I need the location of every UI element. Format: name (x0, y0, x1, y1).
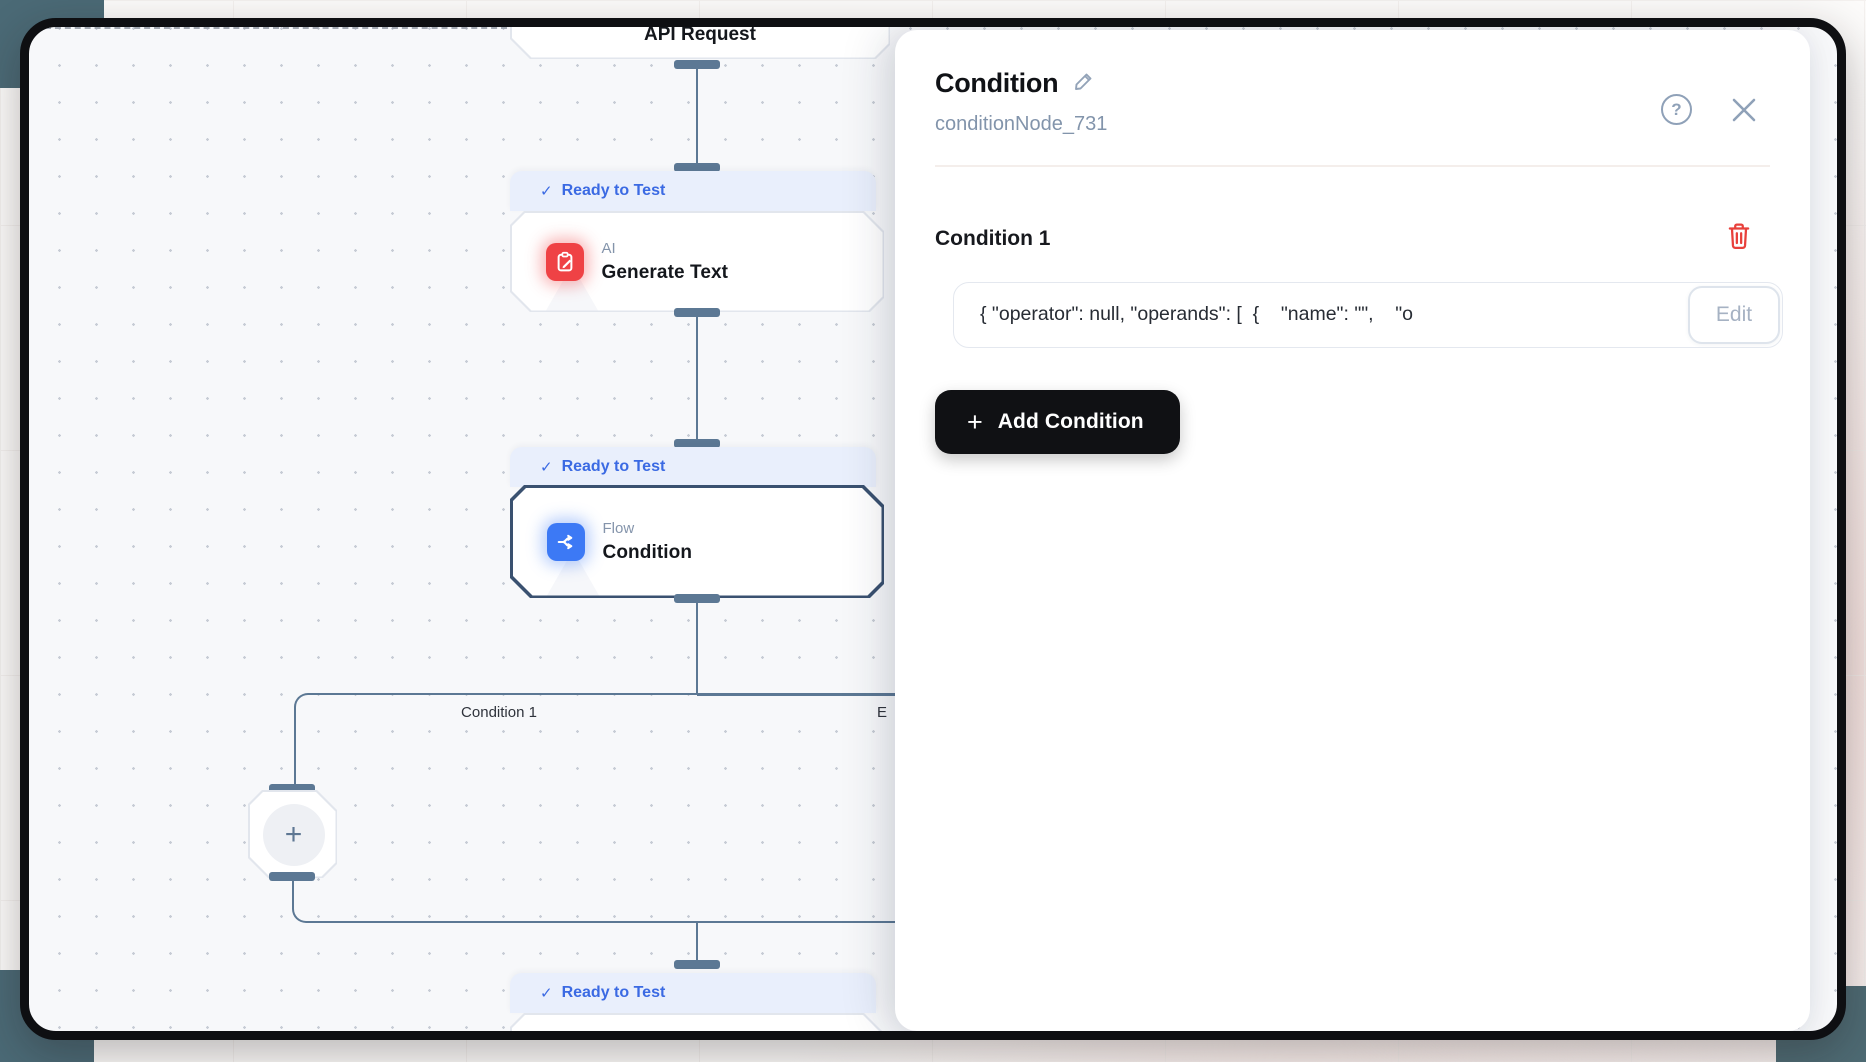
ai-clipboard-icon (546, 243, 584, 281)
add-step-node[interactable]: + (248, 790, 337, 878)
status-label: Ready to Test (561, 984, 666, 1001)
plus-icon: + (967, 406, 983, 437)
condition-config-panel: Condition conditionNode_731 Condition 1 (895, 30, 1810, 1031)
edit-expression-button[interactable]: Edit (1688, 286, 1780, 344)
panel-separator (935, 165, 1770, 167)
branch-edge-right (697, 693, 909, 696)
condition-expression-field[interactable]: { "operator": null, "operands": [ { "nam… (953, 282, 1783, 348)
node-api-request[interactable]: API Request (510, 18, 890, 59)
panel-title: Condition (935, 68, 1059, 98)
edit-title-pencil-icon[interactable] (1072, 69, 1096, 98)
branch-label-condition-1[interactable]: Condition 1 (461, 704, 537, 721)
connector-handle[interactable] (674, 439, 720, 448)
api-request-title: API Request (644, 23, 756, 45)
connector-handle[interactable] (674, 60, 720, 69)
node-category: Flow (602, 519, 635, 537)
close-icon[interactable] (1730, 96, 1758, 124)
merge-edge-right (697, 920, 909, 923)
edge-line (695, 923, 699, 961)
edge-line (695, 67, 699, 167)
node-bottom[interactable] (510, 1013, 884, 1040)
edge-line (695, 601, 699, 695)
flow-branch-icon (547, 523, 585, 561)
status-badge-condition: ✓ Ready to Test (510, 447, 876, 487)
status-badge-generate-text: ✓ Ready to Test (510, 171, 876, 211)
merge-edge-left (292, 878, 697, 923)
connector-handle[interactable] (674, 594, 720, 603)
node-condition[interactable]: Flow Condition (510, 485, 884, 598)
delete-condition-trash-icon[interactable] (1726, 222, 1752, 255)
add-condition-label: Add Condition (997, 410, 1144, 433)
connector-handle[interactable] (269, 872, 315, 881)
connector-handle[interactable] (674, 163, 720, 172)
connector-handle[interactable] (269, 784, 315, 793)
check-icon: ✓ (540, 985, 553, 1002)
app-window: API Request ✓ Ready to Test (20, 18, 1846, 1040)
edge-line (695, 315, 699, 441)
condition-section-title: Condition 1 (935, 226, 1051, 250)
node-title: Generate Text (601, 261, 729, 283)
status-label: Ready to Test (561, 458, 666, 475)
status-badge-bottom: ✓ Ready to Test (510, 973, 876, 1013)
plus-icon[interactable]: + (263, 804, 325, 866)
check-icon: ✓ (540, 183, 553, 200)
node-title: Condition (602, 541, 693, 563)
connector-handle[interactable] (674, 308, 720, 317)
help-icon[interactable]: ? (1661, 94, 1692, 125)
add-condition-button[interactable]: + Add Condition (935, 390, 1180, 454)
node-category: AI (601, 239, 616, 257)
connector-handle[interactable] (674, 960, 720, 969)
selection-dashed-border (45, 27, 507, 29)
branch-edge-left (294, 693, 697, 789)
status-label: Ready to Test (561, 182, 666, 199)
node-generate-text[interactable]: AI Generate Text (510, 211, 884, 312)
branch-label-else[interactable]: E (877, 704, 888, 721)
condition-expression-value: { "operator": null, "operands": [ { "nam… (980, 303, 1414, 325)
node-id-label: conditionNode_731 (935, 113, 1108, 135)
check-icon: ✓ (540, 459, 553, 476)
